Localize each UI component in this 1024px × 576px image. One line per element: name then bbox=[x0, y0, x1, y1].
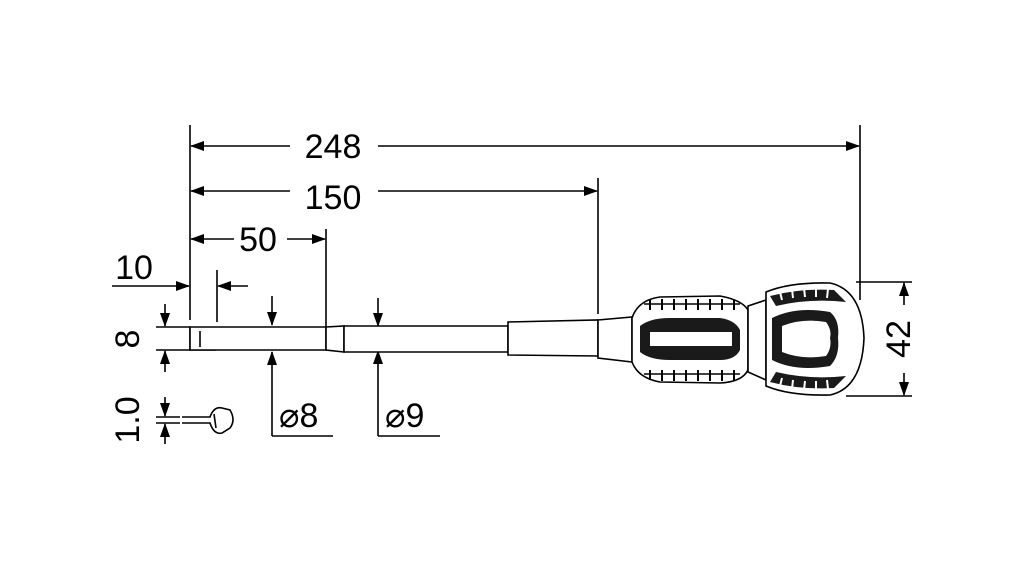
label-150: 150 bbox=[305, 179, 362, 217]
dimension-248: 248 bbox=[189, 125, 861, 320]
dimension-1-0: 1.0 bbox=[109, 396, 234, 444]
handle-grip-highlight bbox=[650, 332, 732, 346]
handle-collar bbox=[747, 298, 767, 382]
dimension-diameter-8: ⌀8 bbox=[267, 296, 333, 437]
dimension-42: 42 bbox=[846, 281, 918, 397]
dimension-8: 8 bbox=[109, 304, 190, 372]
tip-profile-sketch bbox=[182, 406, 234, 435]
label-diameter-8: ⌀8 bbox=[279, 397, 318, 435]
dimension-50: 50 bbox=[190, 221, 327, 328]
label-1-0: 1.0 bbox=[109, 396, 147, 443]
label-diameter-9: ⌀9 bbox=[385, 397, 424, 435]
screwdriver bbox=[189, 282, 865, 396]
shaft-transition bbox=[325, 325, 345, 353]
dimension-diameter-9: ⌀9 bbox=[373, 298, 440, 437]
shaft-section-9 bbox=[343, 325, 509, 353]
handle-knurling bbox=[649, 299, 735, 381]
dimension-150: 150 bbox=[190, 178, 599, 314]
handle-neck bbox=[597, 316, 633, 363]
handle-bulb-knurling bbox=[779, 287, 829, 391]
handle-grip-ridges bbox=[644, 303, 740, 375]
label-50: 50 bbox=[239, 221, 277, 259]
label-248: 248 bbox=[305, 128, 362, 166]
dimension-10: 10 bbox=[112, 249, 248, 322]
label-10: 10 bbox=[115, 249, 153, 287]
tip-profile-detail bbox=[213, 413, 217, 429]
label-8: 8 bbox=[109, 330, 147, 349]
shaft-section-8 bbox=[189, 326, 327, 351]
label-42: 42 bbox=[880, 320, 918, 358]
shaft-ferrule bbox=[507, 319, 599, 357]
handle-bulb-window-inner bbox=[782, 320, 831, 358]
